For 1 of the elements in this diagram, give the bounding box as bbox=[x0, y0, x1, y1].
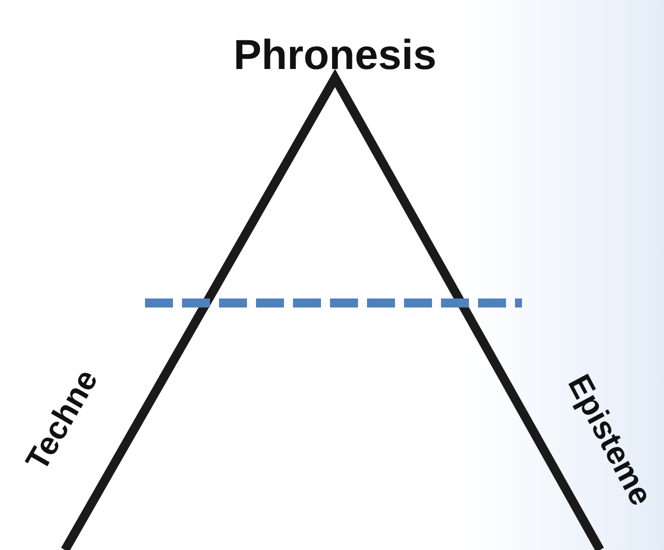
apex-label: Phronesis bbox=[233, 31, 437, 79]
